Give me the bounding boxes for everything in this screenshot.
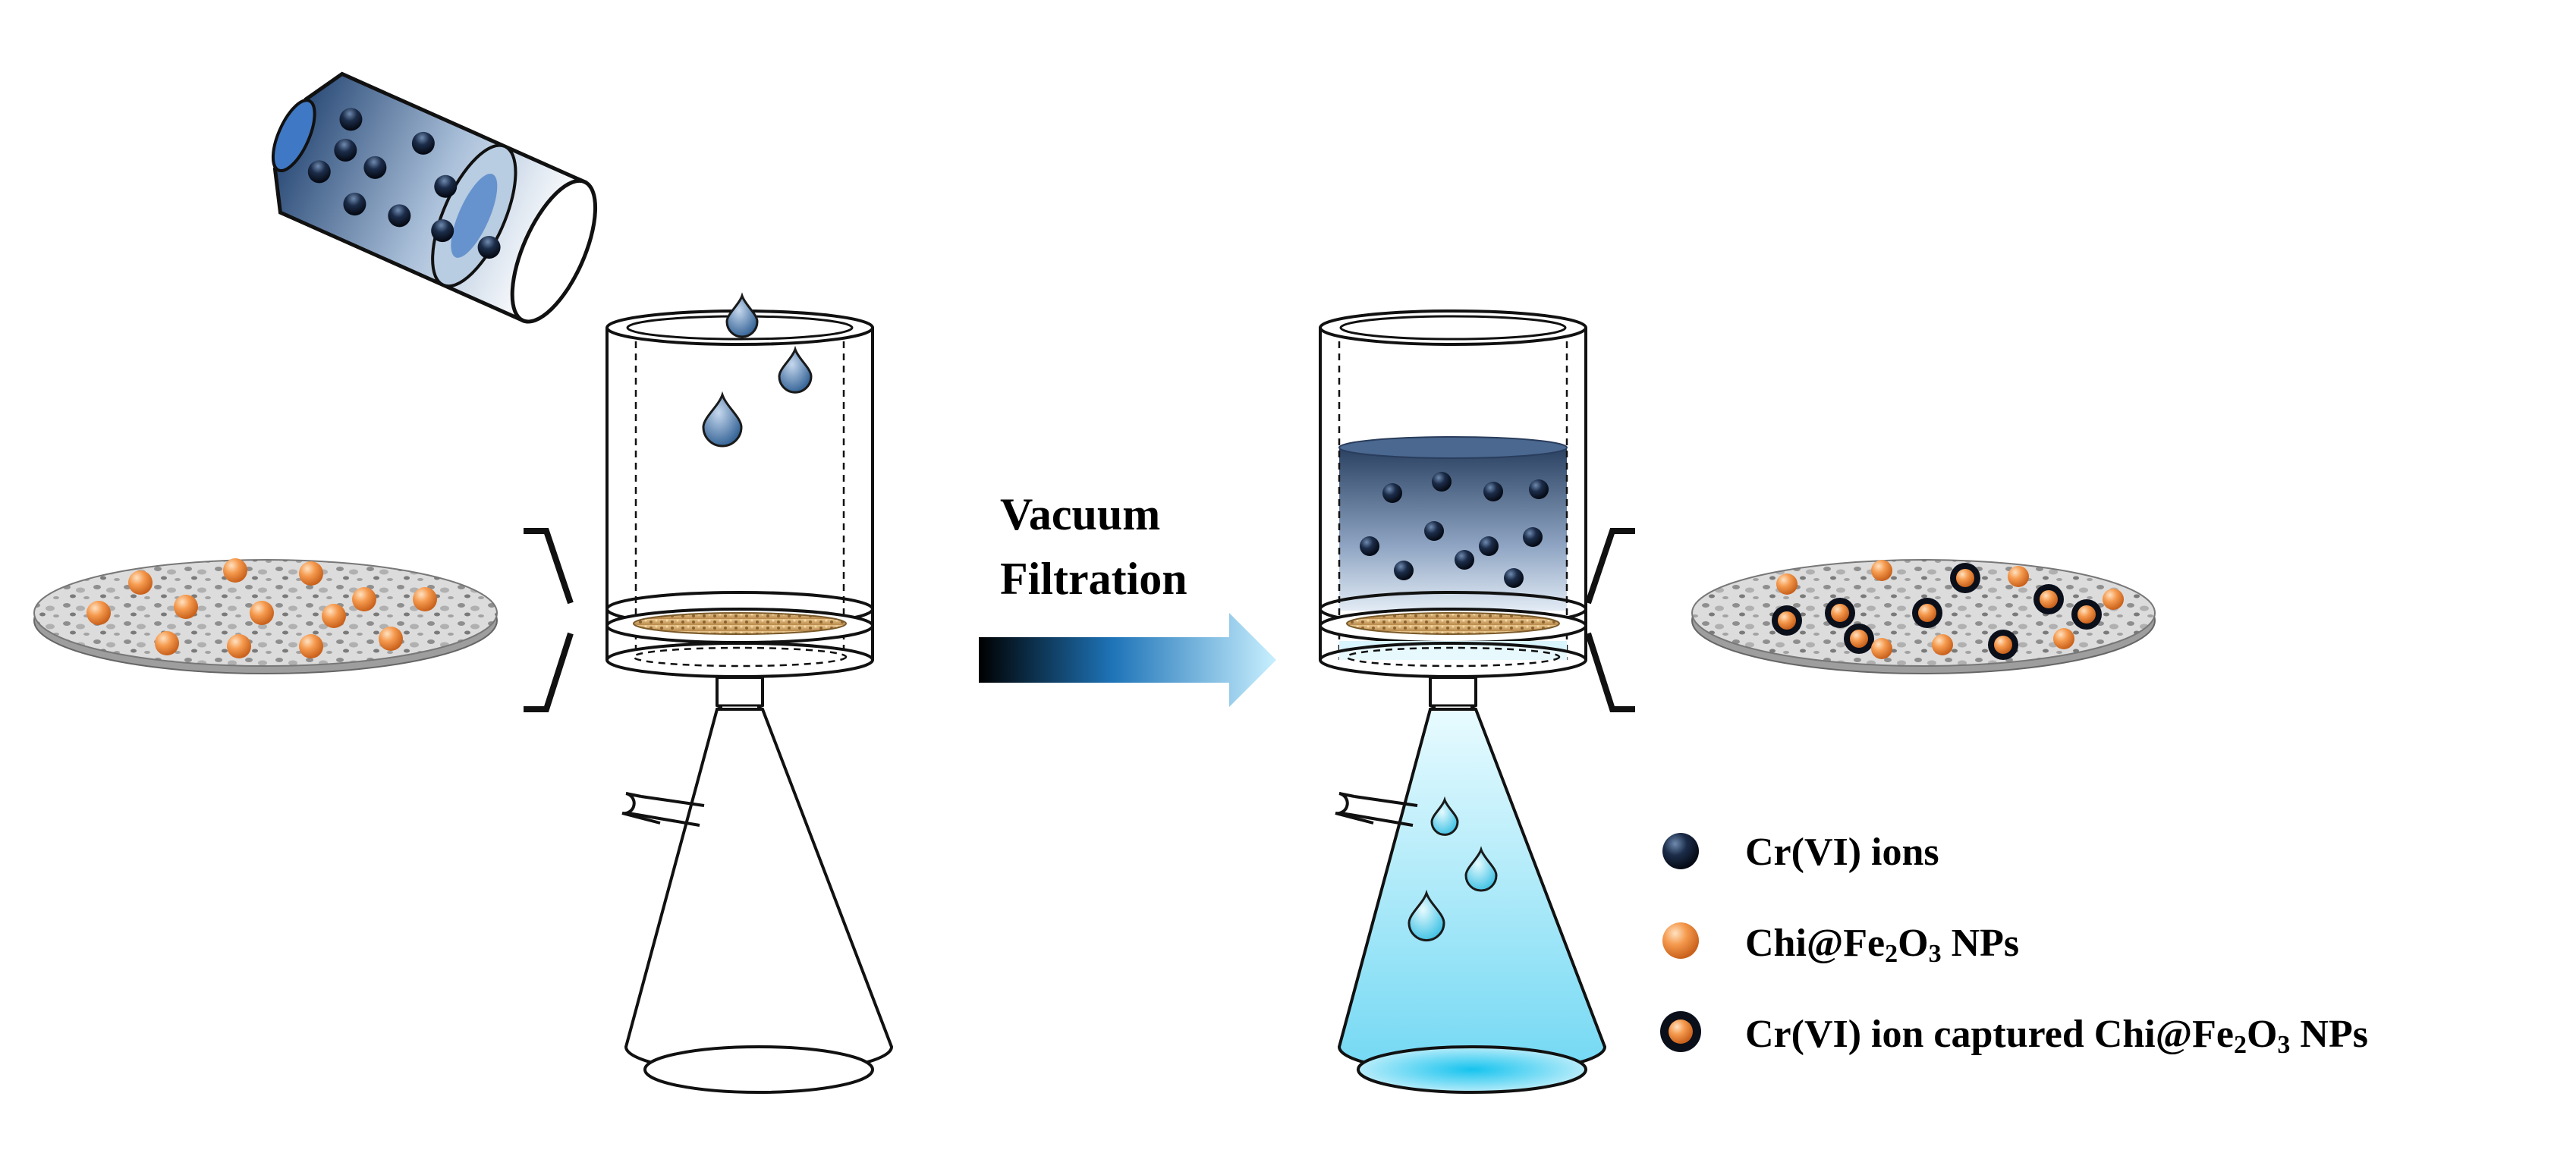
np-icon xyxy=(1932,634,1953,655)
np-icon xyxy=(1871,560,1892,581)
right-flask-icon xyxy=(1335,708,1607,1094)
legend-marker-captured-np-icon xyxy=(1660,1011,1701,1052)
np-icon xyxy=(250,601,274,625)
np-icon xyxy=(1918,604,1936,622)
cr-ion-icon xyxy=(388,204,411,228)
np-icon xyxy=(174,595,198,619)
droplet-icon xyxy=(725,292,759,338)
cr-ion-icon xyxy=(334,138,357,162)
np-icon xyxy=(379,627,403,651)
gradient-arrow-icon xyxy=(979,613,1276,707)
np-icon xyxy=(352,587,376,611)
cr-ion-icon xyxy=(1455,550,1474,570)
droplet-icon xyxy=(702,391,743,448)
legend-marker-np-icon xyxy=(1662,922,1699,959)
np-icon xyxy=(1956,569,1974,587)
cr-ion-icon xyxy=(1504,568,1524,588)
cr-ion-icon xyxy=(307,160,331,184)
left-bracket-icon xyxy=(524,528,574,712)
right-bracket-icon xyxy=(1585,528,1635,712)
cr-ion-icon xyxy=(1483,482,1503,501)
cr-ion-icon xyxy=(411,131,435,155)
legend-marker-cr-ion-icon xyxy=(1662,833,1699,869)
arrow-label-line1: Vacuum xyxy=(1000,489,1161,539)
left-flask-icon xyxy=(621,708,894,1094)
np-icon xyxy=(86,601,111,625)
cr-ion-icon xyxy=(477,236,501,259)
right-filter-bed xyxy=(1346,612,1560,635)
cr-ion-icon xyxy=(363,156,387,179)
cr-ion-icon xyxy=(1382,483,1402,503)
np-icon xyxy=(2103,589,2124,610)
np-icon xyxy=(322,604,346,628)
droplet-icon xyxy=(1464,846,1498,892)
np-icon xyxy=(2008,566,2029,587)
arrow-label-line2: Filtration xyxy=(1000,554,1187,604)
tilted-vial-icon xyxy=(271,71,598,324)
cr-ion-icon xyxy=(1360,536,1379,556)
cr-ion-icon xyxy=(431,219,454,243)
np-icon xyxy=(413,587,437,611)
legend-label-np: Chi@Fe2O3 NPs xyxy=(1745,922,2020,968)
np-icon xyxy=(2040,590,2058,608)
droplet-icon xyxy=(1408,889,1445,942)
droplet-icon xyxy=(778,345,813,394)
cr-ion-icon xyxy=(434,174,458,198)
np-icon xyxy=(2077,605,2096,624)
np-icon xyxy=(1994,636,2012,654)
np-icon xyxy=(2053,628,2074,649)
np-icon xyxy=(1871,638,1892,659)
legend-label-cr-ions: Cr(VI) ions xyxy=(1745,831,1939,874)
np-icon xyxy=(1850,630,1868,648)
right-filter-disc-icon xyxy=(1691,559,2156,674)
left-filter-disc-icon xyxy=(33,558,498,674)
droplet-icon xyxy=(1430,796,1459,836)
np-icon xyxy=(299,634,323,658)
np-icon xyxy=(1776,573,1798,595)
left-filter-funnel-icon xyxy=(605,309,874,764)
cr-ion-icon xyxy=(1394,561,1414,580)
left-filter-bed xyxy=(633,612,847,635)
cr-ion-icon xyxy=(1432,472,1452,492)
np-icon xyxy=(1831,604,1849,622)
legend-label-captured-np: Cr(VI) ion captured Chi@Fe2O3 NPs xyxy=(1745,1013,2368,1059)
cr-ion-icon xyxy=(339,108,363,131)
np-icon xyxy=(1778,611,1796,630)
np-icon xyxy=(299,561,323,586)
cr-ion-icon xyxy=(1529,479,1549,499)
np-icon xyxy=(128,570,153,595)
cr-ion-icon xyxy=(1424,521,1444,541)
np-icon xyxy=(223,558,247,583)
cr-ion-icon xyxy=(1523,527,1543,547)
cr-ion-icon xyxy=(343,193,366,216)
cr-ion-icon xyxy=(1479,536,1499,556)
right-filter-funnel-icon xyxy=(1319,309,1587,764)
np-icon xyxy=(227,634,251,658)
np-icon xyxy=(155,631,179,655)
